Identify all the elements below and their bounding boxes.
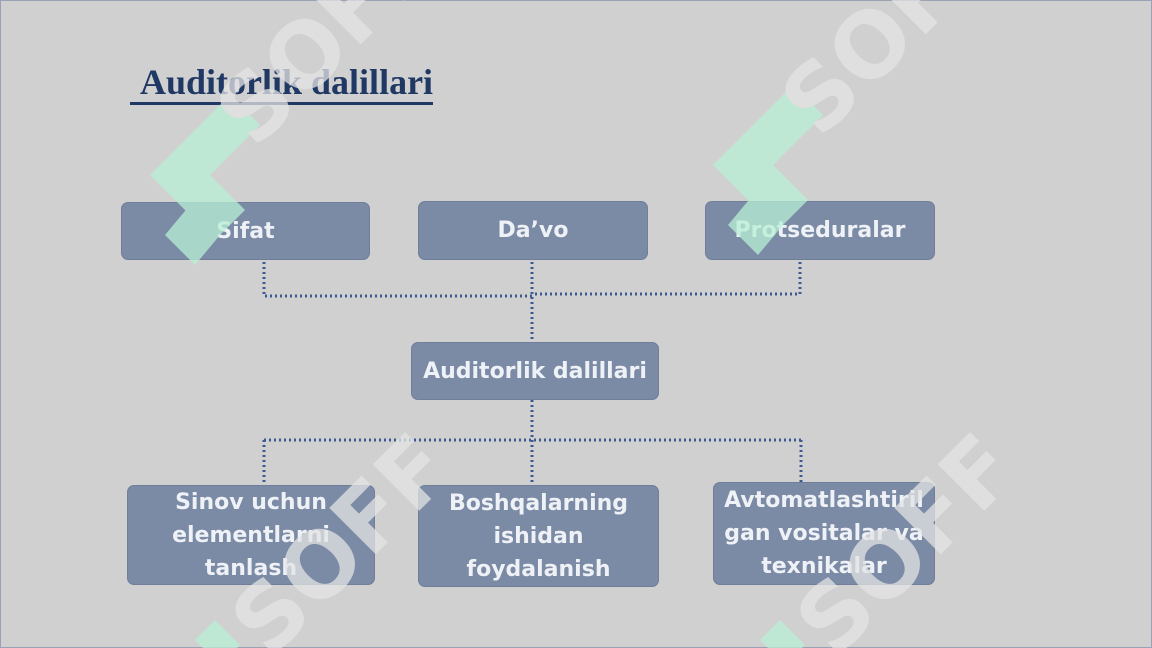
node-sifat: Sifat [121,202,370,260]
node-label: Boshqalarning ishidan foydalanish [448,490,629,582]
node-boshqalarning: Boshqalarning ishidan foydalanish [418,485,659,587]
connector-top-left [262,262,532,298]
node-protseduralar: Protseduralar [705,201,935,260]
node-label: Protseduralar [734,218,906,243]
connector-top-right [532,262,802,296]
node-label: Da’vo [497,218,569,243]
node-label: Avtomatlashtirilgan vositalar va texnika… [724,488,924,579]
node-label: Sinov uchun elementlarni tanlash [172,489,330,581]
node-label: Sifat [216,218,275,244]
node-davo: Da’vo [418,201,648,260]
node-avtomatlashtirilgan: Avtomatlashtirilgan vositalar va texnika… [713,482,935,585]
node-auditorlik-dalillari: Auditorlik dalillari [411,342,659,400]
node-label: Auditorlik dalillari [423,358,647,384]
node-sinov-uchun: Sinov uchun elementlarni tanlash [127,485,375,585]
